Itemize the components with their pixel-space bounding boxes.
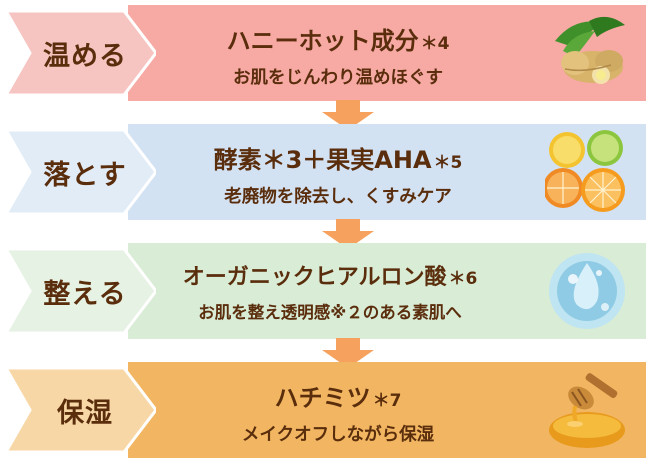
step-warm: 温める ハニーホット成分＊4 お肌をじんわり温めほぐす [0,5,650,101]
step-label: 落とす [43,159,127,191]
honey-dipper-icon [545,368,629,452]
step-content: 酵素＊3＋果実AHA＊5 老廃物を除去し、くすみケア [158,124,518,220]
step-headline: ハチミツ＊7 [158,378,518,413]
down-arrow-icon [318,100,378,130]
step-subline: お肌をじんわり温めほぐす [233,68,443,88]
step-band [128,5,646,101]
step-label: 温める [43,40,127,72]
ginger-icon [545,11,629,95]
footnote-mark: ＊7 [372,391,402,411]
step-condition: 整える オーガニックヒアルロン酸＊6 お肌を整え透明感※２のある素肌へ [0,243,650,339]
step-label-arrow: 保湿 [6,368,156,452]
footnote-mark: ＊6 [448,269,478,289]
headline-text: ハニーホット成分 [226,27,419,55]
step-subline: お肌を整え透明感※２のある素肌へ [198,303,462,322]
step-label-arrow: 落とす [6,130,156,214]
step-headline: 酵素＊3＋果実AHA＊5 [158,140,518,175]
step-cleanse: 落とす 酵素＊3＋果実AHA＊5 老廃物を除去し、くすみケア [0,124,650,220]
step-subline: 老廃物を除去し、くすみケア [224,187,452,207]
headline-text: オーガニックヒアルロン酸 [182,265,447,290]
water-droplet-icon [545,249,629,333]
footnote-mark: ＊5 [433,153,463,173]
step-label: 保湿 [57,397,113,429]
step-subline: メイクオフしながら保湿 [241,425,435,445]
down-arrow-icon [318,219,378,249]
headline-text: ハチミツ [274,384,371,412]
step-content: ハチミツ＊7 メイクオフしながら保湿 [158,362,518,458]
step-moisturize: 保湿 ハチミツ＊7 メイクオフしながら保湿 [0,362,650,458]
step-headline: ハニーホット成分＊4 [158,21,518,56]
step-label-arrow: 温める [6,11,156,95]
step-label-arrow: 整える [6,249,156,333]
step-content: オーガニックヒアルロン酸＊6 お肌を整え透明感※２のある素肌へ [150,243,510,339]
step-label: 整える [43,278,127,310]
down-arrow-icon [318,338,378,368]
citrus-icon [543,130,629,214]
step-content: ハニーホット成分＊4 お肌をじんわり温めほぐす [158,5,518,101]
step-headline: オーガニックヒアルロン酸＊6 [150,259,510,291]
footnote-mark: ＊4 [420,34,450,54]
headline-text: 酵素＊3＋果実AHA [213,146,432,174]
